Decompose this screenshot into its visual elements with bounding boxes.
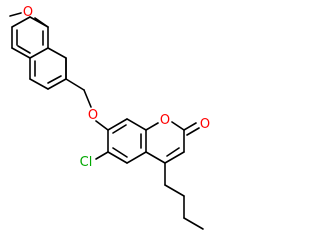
atom-o-carbonyl: O [200,117,210,132]
bond-ring-ch2 [47,47,67,59]
bond-ring-inner-3 [17,45,31,54]
bond-methyl-o [9,12,22,17]
bond-ring-ch2-b [65,78,85,91]
atom-o-benzyloxy: O [88,108,98,123]
coumarin-pyranone-ring [145,121,200,164]
butyl-chain [164,162,204,230]
bond-ring-5 [11,16,31,28]
atom-o-methoxy: O [23,5,33,20]
chloro-bond [95,151,109,160]
bond-ch2-o [83,89,92,108]
bond-ring-2 [29,47,49,59]
atom-o-ring: O [160,113,170,128]
benzyloxy-linker [65,78,109,131]
molecule-structure: O O O O Cl [9,5,210,230]
coumarin-benzo-ring [107,118,147,164]
bond-o-coumarin [95,120,109,131]
atom-cl: Cl [80,155,93,170]
bond-ring-3 [11,47,31,59]
bond-ring-6 [29,16,49,28]
methoxybenzyl-group [9,12,67,80]
benzyl-ring [29,57,67,90]
